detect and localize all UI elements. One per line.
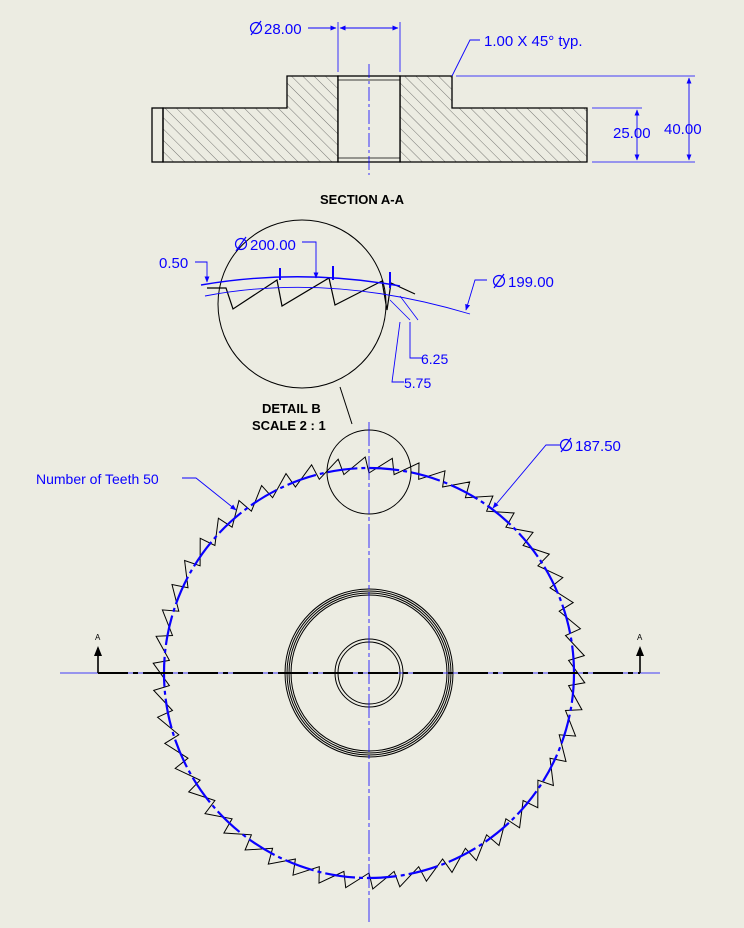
gear-view: A A Number of Teeth 50 187.50 — [36, 422, 660, 925]
chamfer-note: 1.00 X 45° typ. — [484, 33, 583, 50]
diameter-symbol-icon — [492, 273, 506, 289]
bore-dim-label: 28.00 — [264, 21, 302, 38]
section-body-left — [162, 75, 339, 163]
total-height-dim: 40.00 — [664, 121, 702, 138]
diameter-symbol-icon — [234, 236, 248, 252]
detail-outer-dia: 200.00 — [250, 237, 296, 254]
hub-height-dim: 25.00 — [613, 125, 651, 142]
detail-pitch-a: 6.25 — [421, 351, 448, 367]
detail-scale: SCALE 2 : 1 — [252, 418, 326, 433]
detail-title: DETAIL B — [262, 401, 321, 416]
section-title: SECTION A-A — [320, 192, 405, 207]
detail-outer-arc — [200, 276, 401, 287]
teeth-count-note: Number of Teeth 50 — [36, 471, 159, 487]
detail-boundary — [217, 219, 387, 389]
section-marker-right: A — [637, 633, 643, 642]
section-view: 28.00 1.00 X 45° typ. 25.00 40.00 SECTIO… — [151, 20, 702, 207]
detail-pitch-b: 5.75 — [404, 375, 431, 391]
detail-root-arc — [204, 286, 471, 315]
diameter-symbol-icon — [249, 20, 263, 36]
diameter-symbol-icon — [559, 437, 573, 453]
section-body-right — [399, 75, 588, 163]
detail-view: 200.00 0.50 199.00 6.25 5.75 DETAIL B SC… — [159, 219, 554, 433]
detail-leader — [339, 386, 353, 425]
detail-offset: 0.50 — [159, 255, 188, 272]
pitch-dia-label: 187.50 — [575, 438, 621, 455]
section-marker-left: A — [95, 633, 101, 642]
section-arrow-right-icon — [636, 646, 644, 673]
section-arrow-left-icon — [94, 646, 102, 673]
blade-edge — [151, 107, 164, 163]
detail-root-dia: 199.00 — [508, 274, 554, 291]
